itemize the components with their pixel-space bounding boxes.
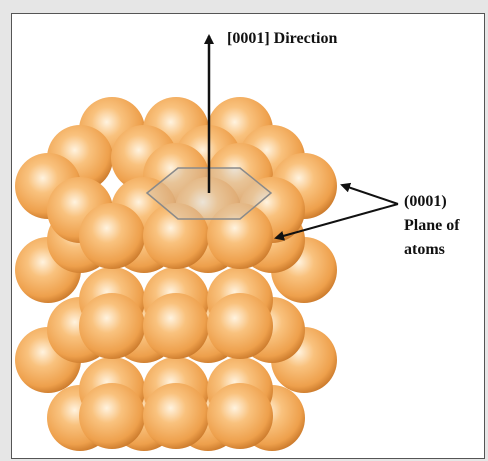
atom-sphere: [207, 383, 273, 449]
atom-sphere: [143, 383, 209, 449]
atom-sphere: [143, 293, 209, 359]
plane-label-line2: Plane of: [404, 216, 460, 236]
plane-label-line3: atoms: [404, 240, 445, 260]
atom-sphere: [79, 203, 145, 269]
atom-sphere: [79, 293, 145, 359]
direction-label: [0001] Direction: [227, 29, 337, 49]
atom-sphere: [79, 383, 145, 449]
plane-label-line1: (0001): [404, 192, 447, 212]
atom-sphere: [207, 293, 273, 359]
plane-pointer-arrow-upper: [342, 185, 398, 204]
atoms-group: [15, 97, 337, 451]
